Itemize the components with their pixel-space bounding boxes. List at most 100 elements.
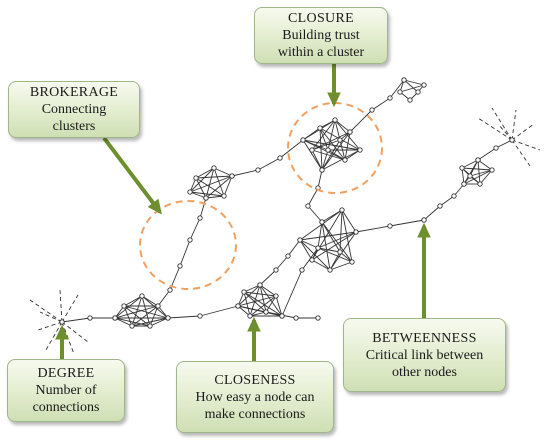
middle-cluster-edge bbox=[341, 209, 357, 233]
degree-spoke bbox=[61, 294, 79, 323]
left-bottom-cluster-edge bbox=[131, 295, 143, 327]
right-cluster-edge bbox=[477, 159, 493, 171]
closure-cluster-edge bbox=[311, 149, 346, 161]
closure-cluster-node bbox=[309, 147, 315, 153]
left-cluster-node bbox=[221, 193, 227, 199]
closure-cluster-node bbox=[357, 147, 363, 153]
closure-left-link-edge bbox=[279, 139, 304, 159]
right-cluster-edge bbox=[463, 169, 493, 185]
closure-callout: CLOSURE Building trust within a cluster bbox=[254, 7, 388, 64]
right-cluster-edge bbox=[477, 159, 481, 185]
left-cluster-node bbox=[187, 189, 193, 195]
right-cluster-edge bbox=[469, 159, 479, 177]
top-link-edge bbox=[389, 79, 405, 99]
top-cluster-node bbox=[407, 97, 413, 103]
top-cluster-node bbox=[397, 89, 403, 95]
right-hub-spoke bbox=[511, 139, 531, 167]
lower-cluster-edge bbox=[243, 291, 267, 313]
left-bottom-cluster-edge bbox=[141, 295, 151, 327]
closure-cluster-edge bbox=[319, 127, 346, 161]
mid-lower-link-edge bbox=[275, 255, 289, 271]
top-link-edge bbox=[371, 97, 391, 111]
bottom-link-edge bbox=[167, 315, 201, 319]
left-cluster-edge bbox=[189, 175, 233, 193]
top-link-node bbox=[369, 107, 375, 113]
mid-lower-link-edge bbox=[259, 269, 277, 286]
betweenness-arrow-head bbox=[417, 222, 431, 238]
mid-lower-link-node bbox=[273, 267, 279, 273]
left-bottom-cluster-node bbox=[129, 323, 135, 329]
left-cluster-edge bbox=[195, 175, 233, 179]
betweenness-link-edge bbox=[355, 225, 391, 233]
left-bottom-cluster-edge bbox=[123, 295, 143, 307]
betweenness-link-node bbox=[387, 223, 393, 229]
left-bottom-cluster-edge bbox=[114, 317, 133, 327]
left-cluster-edge bbox=[213, 167, 233, 177]
left-cluster-edge bbox=[189, 191, 225, 197]
brokerage-line-1: Connecting bbox=[41, 102, 107, 117]
lower-cluster-edge bbox=[259, 284, 277, 297]
lower-cluster-edge bbox=[243, 291, 277, 297]
closeness-title: CLOSENESS bbox=[214, 372, 296, 388]
degree-link-node bbox=[112, 315, 118, 321]
closure-mid-link-edge bbox=[317, 169, 323, 189]
closeness-callout: CLOSENESS How easy a node can make conne… bbox=[176, 361, 334, 433]
mid-lower-link-edge bbox=[287, 239, 301, 257]
left-cluster-edge bbox=[195, 167, 215, 179]
closeness-arrow-head bbox=[247, 316, 261, 332]
closure-cluster-node bbox=[337, 137, 343, 143]
right-hub-spoke bbox=[511, 109, 517, 141]
lower-cluster-node bbox=[273, 293, 279, 299]
brokerage-line-2: clusters bbox=[52, 119, 96, 134]
brokerage-chain-node bbox=[203, 195, 209, 201]
closure-mid-link-edge bbox=[307, 205, 323, 223]
middle-cluster-edge bbox=[321, 221, 353, 263]
brokerage-chain-node bbox=[197, 215, 203, 221]
degree-line-2: connections bbox=[32, 400, 100, 415]
right-cluster-node bbox=[459, 165, 465, 171]
closure-cluster-edge bbox=[334, 119, 351, 133]
bottom-link-edge bbox=[199, 305, 239, 317]
top-cluster-edge bbox=[403, 79, 425, 86]
callout-arrows bbox=[55, 64, 431, 361]
middle-cluster-edge bbox=[299, 231, 357, 241]
closure-cluster-edge bbox=[311, 139, 341, 151]
left-bottom-cluster-edge bbox=[114, 305, 159, 319]
middle-cluster-edge bbox=[339, 209, 343, 253]
middle-cluster-node bbox=[349, 259, 355, 265]
closure-left-link-edge bbox=[231, 169, 259, 177]
middle-cluster-edge bbox=[317, 231, 357, 249]
mid-lower-link-2-edge bbox=[281, 269, 303, 317]
degree-link-edge bbox=[61, 317, 91, 323]
left-bottom-cluster-node bbox=[147, 323, 153, 329]
lower-cluster-node bbox=[247, 313, 253, 319]
middle-cluster-node bbox=[339, 207, 345, 213]
closure-cluster-edge bbox=[302, 139, 323, 171]
closure-cluster-node bbox=[317, 125, 323, 131]
top-cluster-edge bbox=[403, 79, 419, 93]
lower-cluster-edge bbox=[237, 284, 261, 307]
degree-link-node bbox=[87, 315, 93, 321]
middle-cluster-edge bbox=[321, 221, 341, 253]
degree-spokes bbox=[29, 107, 541, 355]
right-hub-spoke bbox=[491, 107, 513, 141]
degree-spoke bbox=[37, 321, 63, 331]
closure-cluster-node bbox=[325, 147, 331, 153]
closure-left-link-node bbox=[255, 167, 261, 173]
degree-spoke bbox=[61, 321, 89, 343]
right-link-node bbox=[421, 217, 427, 223]
brokerage-highlight-circle bbox=[139, 200, 237, 290]
right-cluster-edge bbox=[461, 167, 493, 171]
right-hub-spoke bbox=[511, 139, 541, 151]
left-cluster-edge bbox=[189, 191, 207, 199]
closure-cluster-edge bbox=[321, 131, 351, 171]
top-link-node bbox=[347, 129, 353, 135]
degree-spoke bbox=[59, 289, 63, 323]
left-bottom-cluster-edge bbox=[149, 317, 169, 327]
brokerage-title: BROKERAGE bbox=[29, 85, 119, 100]
lower-right-link-node bbox=[315, 315, 321, 321]
middle-cluster-edge bbox=[299, 239, 331, 271]
right-link-node bbox=[451, 193, 457, 199]
closure-title: CLOSURE bbox=[288, 11, 354, 26]
lower-cluster-edge bbox=[249, 311, 267, 317]
